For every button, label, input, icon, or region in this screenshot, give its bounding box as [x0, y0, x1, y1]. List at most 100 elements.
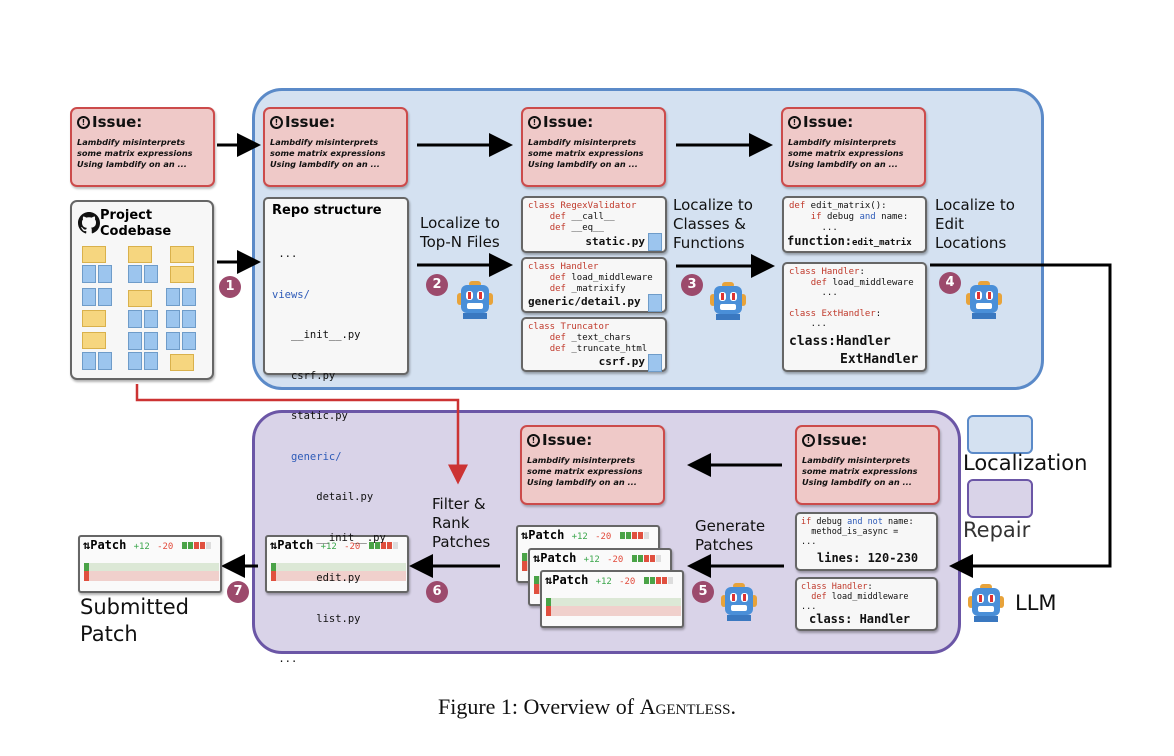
- tree-line: __init__.py: [272, 329, 361, 341]
- legend-repair-label: Repair: [963, 518, 1031, 542]
- code-line: class RegexValidator: [528, 201, 637, 211]
- tree-dir: generic/: [272, 450, 342, 463]
- patch-title: Patch: [540, 551, 577, 565]
- code-line: def _truncate_html: [549, 344, 648, 354]
- caption-text: Figure 1: Overview of: [437, 694, 640, 719]
- issue-icon: !: [802, 433, 815, 447]
- file-icon: [98, 352, 112, 370]
- code-line: def edit_matrix():: [789, 201, 887, 211]
- issue-icon: !: [788, 115, 801, 129]
- edit-location-box: if debug and not name: method_is_async =…: [795, 512, 938, 571]
- code-line: method_is_async =: [801, 527, 899, 537]
- code-line: class Handler:: [801, 582, 873, 592]
- code-line: ...: [789, 319, 827, 329]
- issue-line: Lambdify misinterprets: [788, 137, 897, 147]
- repo-structure-title: Repo structure: [272, 203, 382, 218]
- lines-added: +12: [583, 555, 600, 565]
- location-label: ExtHandler: [840, 352, 919, 367]
- added-lines-bar: [271, 563, 406, 571]
- robot-llm-icon: [721, 583, 757, 627]
- code-line: class ExtHandler:: [789, 308, 882, 319]
- arrow: [930, 263, 1112, 578]
- git-branch-icon: ⇅: [521, 528, 529, 542]
- patch-title: Patch: [90, 538, 127, 552]
- issue-title: Issue:: [542, 431, 593, 449]
- issue-box: !Issue: Lambdify misinterprets some matr…: [795, 425, 940, 505]
- issue-line: some matrix expressions: [802, 466, 918, 476]
- added-lines-bar: [546, 598, 681, 606]
- file-icon: [182, 288, 196, 306]
- tree-line: list.py: [272, 612, 361, 625]
- issue-title: Issue:: [543, 113, 594, 131]
- patch-card: ⇅Patch +12 -20: [78, 535, 222, 593]
- tree-line: csrf.py: [272, 369, 336, 382]
- repo-structure-box: Repo structure ... views/ __init__.py cs…: [263, 197, 409, 665]
- issue-line: some matrix expressions: [527, 466, 643, 476]
- file-icon: [144, 310, 158, 328]
- issue-line: Lambdify misinterprets: [527, 455, 636, 465]
- label-line: Locations: [935, 234, 1007, 252]
- file-icon: [82, 288, 96, 306]
- legend-repair-swatch: [967, 479, 1033, 518]
- label-line: Patches: [695, 536, 754, 554]
- issue-line: Using lambdify on an ...: [802, 477, 912, 487]
- file-icon: [166, 288, 180, 306]
- label-line: Submitted: [80, 595, 189, 619]
- label-line: Localize to: [935, 196, 1015, 214]
- issue-title: Issue:: [285, 113, 336, 131]
- patch-title: Patch: [277, 538, 314, 552]
- folder-icon: [82, 310, 106, 327]
- caption-text: .: [730, 694, 737, 719]
- git-branch-icon: ⇅: [270, 538, 278, 552]
- file-box: class RegexValidator def __call__ def __…: [521, 196, 667, 253]
- issue-box: !Issue: Lambdify misinterprets some matr…: [263, 107, 408, 187]
- function-location-box: def edit_matrix(): if debug and name: ..…: [782, 196, 927, 253]
- issue-line: some matrix expressions: [788, 148, 904, 158]
- code-line: def _text_chars: [549, 333, 631, 343]
- code-line: ...: [801, 602, 817, 612]
- file-icon: [128, 310, 142, 328]
- folder-icon: [170, 266, 194, 283]
- github-icon: [78, 212, 100, 234]
- patch-card: ⇅Patch +12 -20: [540, 570, 684, 628]
- removed-lines-bar: [271, 571, 406, 581]
- step-badge: 6: [426, 581, 448, 603]
- code-line: def load_middleware: [811, 592, 909, 602]
- code-line: def load_middleware: [810, 277, 914, 288]
- codebase-to-repair-arrow: [135, 384, 468, 485]
- issue-line: Using lambdify on an ...: [270, 159, 380, 169]
- issue-box: !Issue: Lambdify misinterprets some matr…: [520, 425, 665, 505]
- step-badge: 2: [426, 274, 448, 296]
- figure-caption: Figure 1: Overview of Agentless.: [0, 694, 1174, 720]
- code-line: class Handler:: [789, 267, 865, 277]
- step-badge: 5: [692, 581, 714, 603]
- issue-line: Lambdify misinterprets: [270, 137, 379, 147]
- robot-llm-icon: [457, 281, 493, 325]
- step-badge: 4: [939, 272, 961, 294]
- git-branch-icon: ⇅: [533, 551, 541, 565]
- file-icon: [128, 265, 142, 283]
- file-name: csrf.py: [598, 355, 645, 368]
- issue-line: Lambdify misinterprets: [77, 137, 186, 147]
- file-icon: [648, 354, 662, 372]
- code-line: def load_middleware: [549, 273, 653, 283]
- robot-llm-icon: [968, 584, 1004, 628]
- file-icon: [648, 294, 662, 312]
- issue-line: Using lambdify on an ...: [528, 159, 638, 169]
- tree-line: static.py: [272, 410, 348, 422]
- lines-removed: -20: [607, 555, 624, 565]
- issue-box: !Issue: Lambdify misinterprets some matr…: [70, 107, 215, 187]
- issue-title: Issue:: [817, 431, 868, 449]
- tree-line: ...: [272, 248, 298, 260]
- lines-added: +12: [571, 532, 588, 542]
- file-box: class Handler def load_middleware def _m…: [521, 257, 667, 313]
- codebase-title-line: Codebase: [100, 224, 172, 239]
- issue-line: some matrix expressions: [77, 148, 193, 158]
- added-lines-bar: [84, 563, 219, 571]
- label-line: Functions: [673, 234, 745, 252]
